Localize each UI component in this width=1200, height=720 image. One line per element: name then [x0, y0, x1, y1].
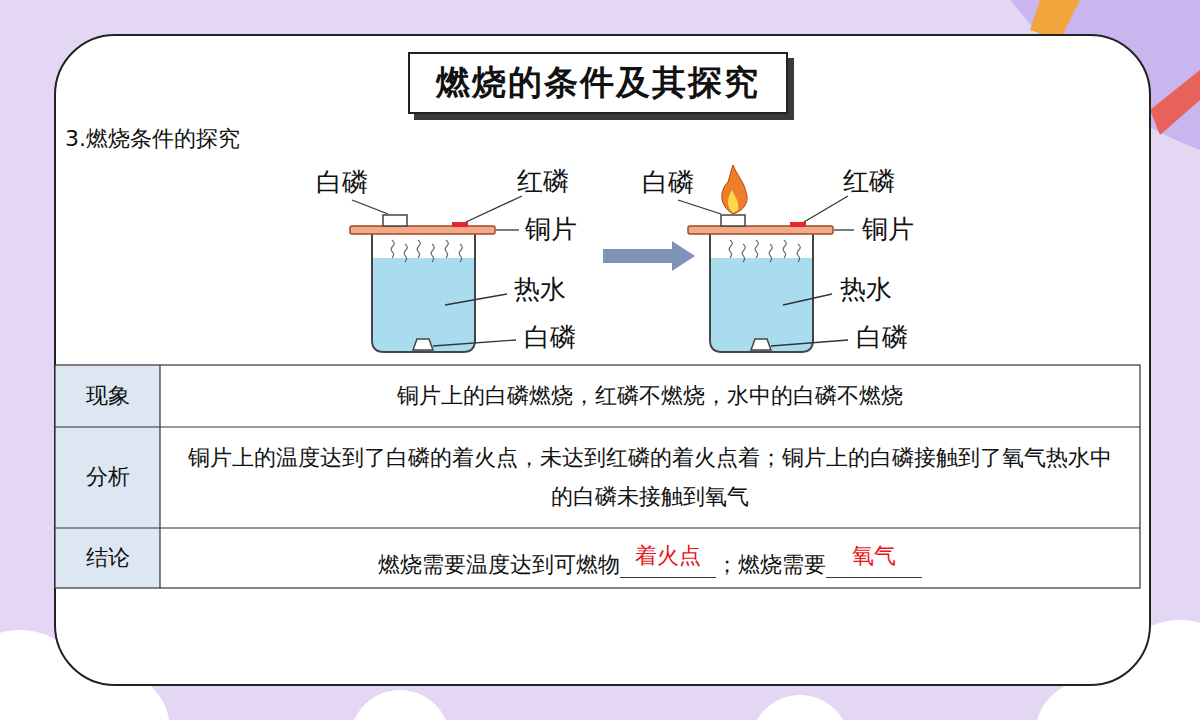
table-cell-box: 燃烧需要温度达到可燃物着火点；燃烧需要氧气 [160, 528, 1140, 588]
steam-stroke [445, 240, 448, 258]
answer-blank: 着火点 [620, 543, 716, 578]
white-phosphorus [721, 215, 745, 226]
table-border [55, 365, 1140, 588]
slide-title: 燃烧的条件及其探究 [408, 52, 788, 114]
table-cell-box: 铜片上的温度达到了白磷的着火点，未达到红磷的着火点着；铜片上的白磷接触到了氧气热… [160, 427, 1140, 528]
leader-line [771, 340, 848, 346]
part-label: 铜片 [525, 214, 577, 245]
table-header: 结论 [86, 539, 130, 578]
white-phosphorus [413, 339, 433, 350]
table-cell-text: 燃烧需要温度达到可燃物 [378, 552, 620, 578]
part-label: 铜片 [862, 214, 914, 245]
leader-line [352, 200, 388, 214]
leader-lines [352, 196, 854, 346]
table-header: 分析 [86, 458, 130, 497]
table-header-cell [55, 365, 160, 427]
table-cell: 铜片上的白磷燃烧，红磷不燃烧，水中的白磷不燃烧 [397, 377, 903, 416]
cloud [750, 695, 850, 720]
table-header-cell [55, 528, 160, 588]
table-cell-box: 分析 [55, 427, 160, 528]
steam-stroke [769, 244, 772, 262]
leader-line [834, 229, 854, 230]
steam-stroke [755, 240, 758, 258]
part-label: 白磷 [316, 167, 368, 198]
copper-plate [350, 226, 495, 234]
flame [722, 165, 747, 214]
steam-stroke [431, 244, 434, 262]
steam [729, 240, 800, 262]
leader-line [466, 196, 522, 222]
copper-plate [688, 226, 833, 234]
section-heading: 3.燃烧条件的探究 [65, 126, 240, 152]
leader-line [783, 294, 832, 305]
steam-stroke [417, 240, 420, 258]
part-label: 红磷 [843, 166, 895, 197]
part-label: 白磷 [856, 322, 908, 353]
steam-stroke [742, 244, 745, 262]
part-label: 白磷 [524, 322, 576, 353]
cloud [350, 690, 450, 720]
table-rule [55, 527, 1140, 528]
red-phosphorus [790, 222, 806, 227]
steam-stroke [404, 244, 407, 262]
process-arrow [603, 241, 695, 271]
leader-line [496, 229, 519, 230]
flame-core [728, 190, 739, 213]
table-rule [159, 365, 160, 588]
part-label: 热水 [840, 274, 892, 305]
steam-stroke [797, 244, 800, 262]
table-cell-box: 结论 [55, 528, 160, 588]
table-header-cell [55, 427, 160, 528]
beaker [372, 234, 475, 352]
table-cell-box: 铜片上的白磷燃烧，红磷不燃烧，水中的白磷不燃烧 [160, 365, 1140, 427]
steam-stroke [729, 240, 732, 258]
hot-water [711, 258, 812, 351]
table-cell-text: ；燃烧需要 [716, 552, 826, 578]
beaker-setup [350, 215, 495, 352]
white-phosphorus [751, 339, 771, 350]
pencil-stripe [1150, 70, 1200, 135]
answer-blank: 氧气 [826, 543, 922, 578]
table-cell: 铜片上的温度达到了白磷的着火点，未达到红磷的着火点着；铜片上的白磷接触到了氧气热… [180, 439, 1120, 516]
steam [391, 240, 462, 262]
red-phosphorus [452, 222, 468, 227]
hot-water [373, 258, 474, 351]
steam-stroke [459, 244, 462, 262]
part-label: 红磷 [517, 166, 569, 197]
table-cell-box: 现象 [55, 365, 160, 427]
beaker [710, 234, 813, 352]
leader-line [804, 196, 848, 222]
leader-line [433, 340, 516, 346]
leader-line [445, 294, 507, 305]
steam-stroke [783, 240, 786, 258]
beaker-setup [688, 165, 833, 352]
table-rule [55, 426, 1140, 427]
white-phosphorus [383, 215, 407, 226]
content-panel [55, 35, 1150, 685]
result-table [55, 365, 1140, 588]
table-header: 现象 [86, 377, 130, 416]
part-label: 热水 [514, 274, 566, 305]
steam-stroke [391, 240, 394, 258]
part-label: 白磷 [642, 167, 694, 198]
leader-line [678, 200, 721, 214]
